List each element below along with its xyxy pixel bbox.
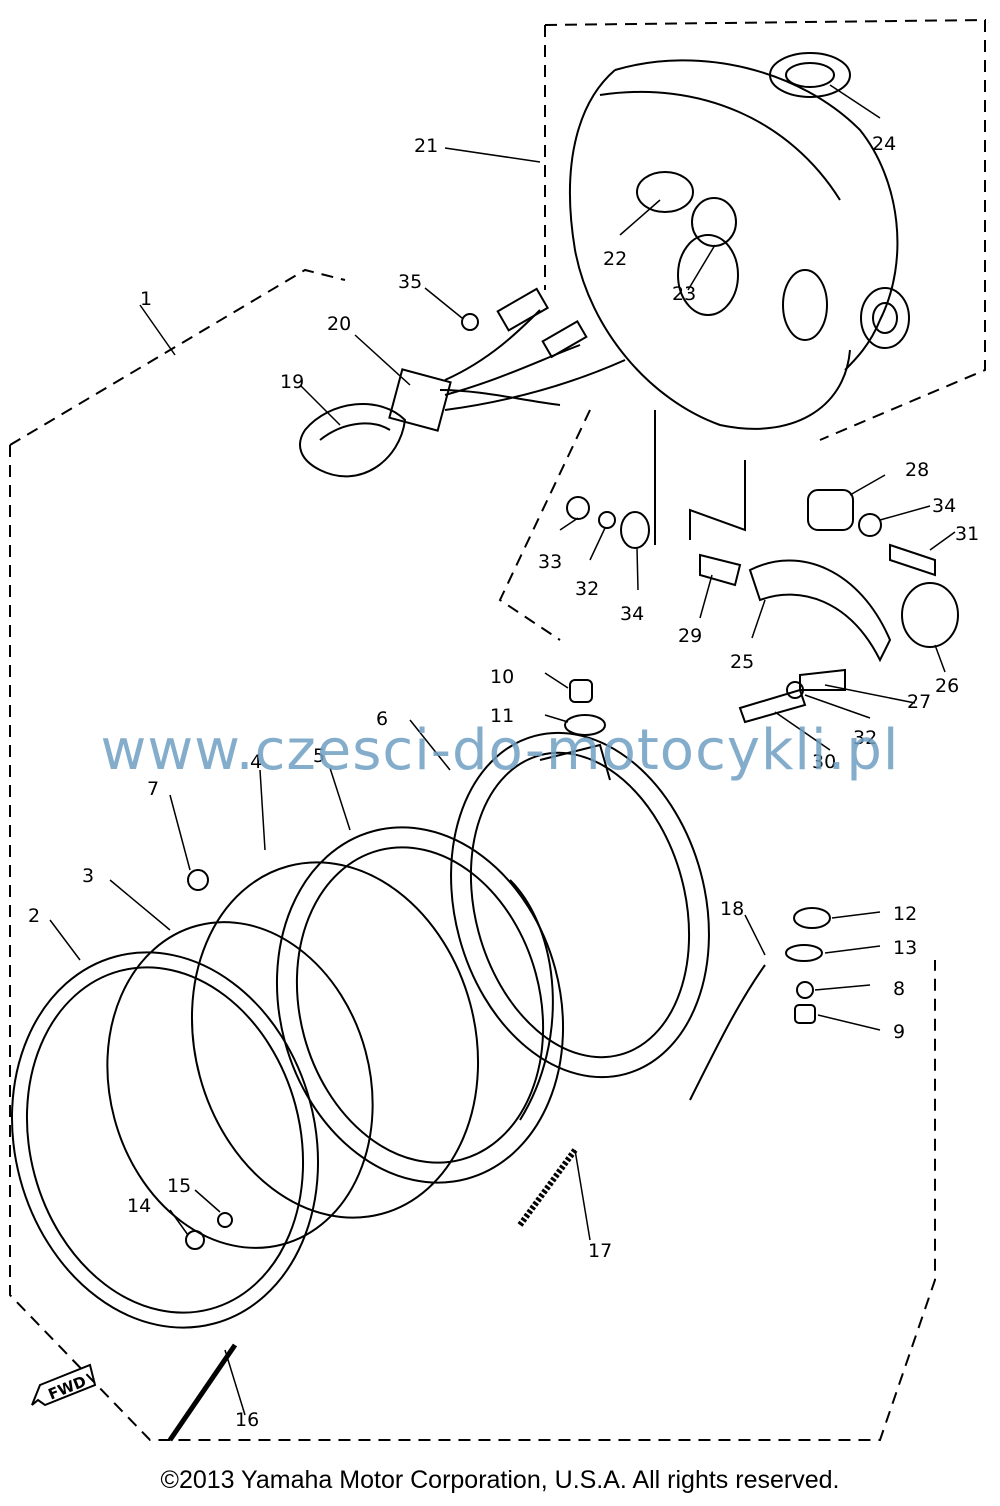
callout-32-right: 32: [853, 727, 877, 749]
callout-4: 4: [250, 751, 262, 773]
callout-22: 22: [603, 248, 627, 270]
callout-8: 8: [893, 978, 905, 1000]
callout-32-left: 32: [575, 578, 599, 600]
callout-25: 25: [730, 651, 754, 673]
callout-18: 18: [720, 898, 744, 920]
headlight-unit-6: [450, 731, 710, 1079]
callout-14: 14: [127, 1195, 151, 1217]
inner-rim-4: [190, 861, 480, 1219]
callout-23: 23: [672, 283, 696, 305]
collar-12: [793, 907, 831, 929]
adjusting-screw-16: [167, 1343, 238, 1442]
washer-13: [785, 944, 823, 962]
callout-3: 3: [82, 865, 94, 887]
callout-34-right: 34: [932, 495, 956, 517]
callout-29: 29: [678, 625, 702, 647]
mounting-ring-3: [106, 921, 374, 1249]
callout-16: 16: [235, 1409, 259, 1431]
headlight-housing: [569, 59, 910, 430]
headlight-rim-2: [10, 951, 320, 1329]
boot-19: [299, 403, 407, 478]
callout-17: 17: [588, 1240, 612, 1262]
callout-24: 24: [872, 133, 896, 155]
callout-9: 9: [893, 1021, 905, 1043]
spring-17: [517, 1148, 578, 1227]
bulb-socket-20: [388, 287, 626, 432]
mounting-bracket-group: [566, 410, 959, 724]
lens-unit-5: [275, 826, 565, 1184]
callout-7: 7: [147, 778, 159, 800]
leader-lines: [49, 84, 956, 1416]
callout-1: 1: [140, 288, 152, 310]
callout-5: 5: [313, 745, 325, 767]
callout-27: 27: [907, 691, 931, 713]
fwd-arrow-icon: [31, 1363, 97, 1407]
callout-21: 21: [414, 135, 438, 157]
callout-31: 31: [955, 523, 979, 545]
callout-26: 26: [935, 675, 959, 697]
callout-28: 28: [905, 459, 929, 481]
spring-washer-8: [796, 981, 814, 999]
callout-19: 19: [280, 371, 304, 393]
callout-13: 13: [893, 937, 917, 959]
callout-35: 35: [398, 271, 422, 293]
housing-group-boundary: [544, 18, 986, 441]
callout-30: 30: [812, 751, 836, 773]
callout-33: 33: [538, 551, 562, 573]
callout-20: 20: [327, 313, 351, 335]
callout-34-mid: 34: [620, 603, 644, 625]
callout-10: 10: [490, 666, 514, 688]
callout-15: 15: [167, 1175, 191, 1197]
watermark-url: www.czesci-do-motocykli.pl: [100, 718, 900, 783]
callout-6: 6: [376, 708, 388, 730]
screw-7: [187, 869, 209, 891]
screw-35: [461, 313, 479, 331]
damper-10-11: [564, 679, 606, 736]
copyright-notice: ©2013 Yamaha Motor Corporation, U.S.A. A…: [160, 1466, 840, 1494]
callout-2: 2: [28, 905, 40, 927]
spring-15: [217, 1212, 233, 1228]
wire-18: [689, 964, 766, 1101]
callout-12: 12: [893, 903, 917, 925]
callout-11: 11: [490, 705, 514, 727]
screw-14: [185, 1230, 205, 1250]
grommet-24: [769, 52, 851, 98]
fwd-label: FWD: [46, 1372, 89, 1403]
assembly-boundary: [9, 268, 936, 1441]
nut-9: [794, 1004, 816, 1024]
